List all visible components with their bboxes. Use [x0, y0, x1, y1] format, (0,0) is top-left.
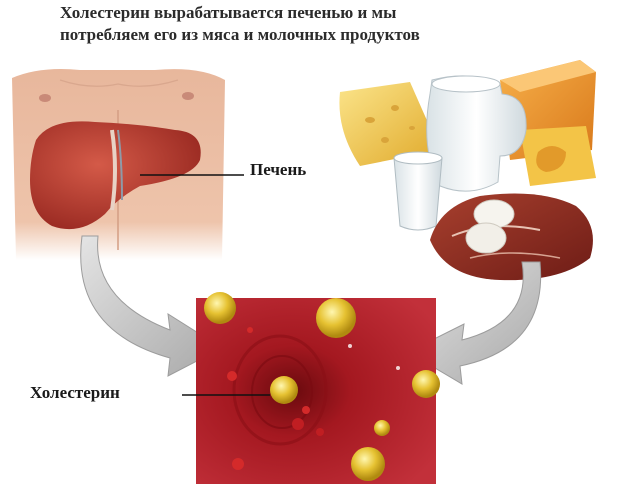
title-line-1: Холестерин вырабатывается печенью и мы — [60, 3, 397, 22]
cholesterol-droplet — [270, 376, 298, 404]
cholesterol-droplet — [412, 370, 440, 398]
liver-to-vessel-arrow — [80, 235, 224, 377]
cholesterol-droplet — [204, 292, 236, 324]
cholesterol-label: Холестерин — [30, 383, 120, 402]
food-illustration — [339, 60, 596, 281]
title-line-2: потребляем его из мяса и молочных продук… — [60, 25, 420, 44]
food-to-vessel-arrow — [406, 261, 542, 385]
nipple-left-icon — [39, 94, 51, 102]
liver-label: Печень — [250, 160, 307, 179]
liver-illustration — [30, 121, 201, 230]
cholesterol-droplet — [316, 298, 356, 338]
cholesterol-droplet — [374, 420, 390, 436]
cholesterol-droplet — [351, 447, 385, 481]
egg-icon — [465, 222, 507, 254]
title: Холестерин вырабатывается печенью и мы п… — [60, 2, 600, 46]
nipple-right-icon — [182, 92, 194, 100]
blood-vessel-panel — [196, 292, 440, 484]
